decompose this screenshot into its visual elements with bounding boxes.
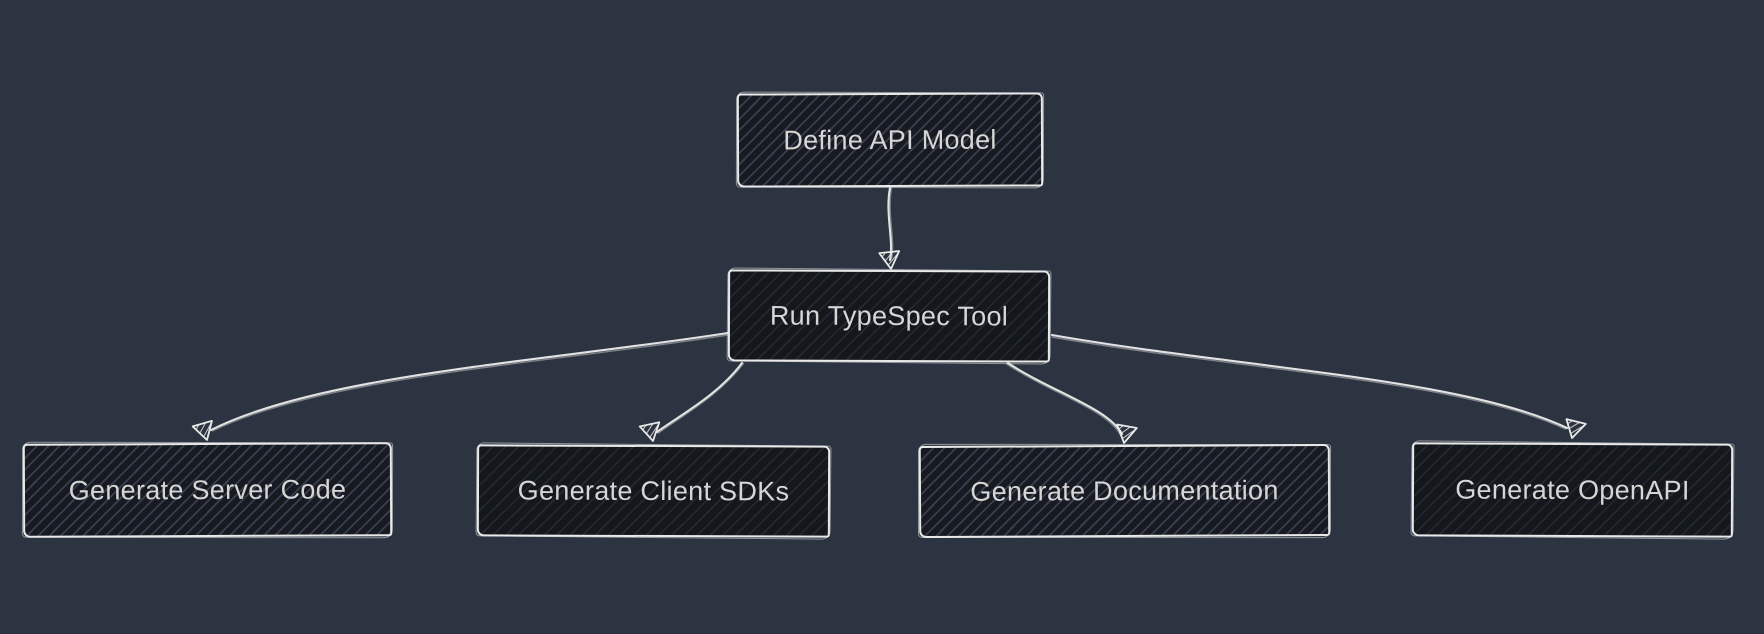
node-label-generate-client-sdks: Generate Client SDKs [517, 475, 790, 506]
node-label-generate-openapi: Generate OpenAPI [1455, 473, 1690, 506]
node-generate-server-code: Generate Server Code [22, 442, 393, 538]
node-generate-client-sdks: Generate Client SDKs [476, 444, 831, 538]
edge-run-to-docs [1005, 361, 1138, 444]
node-run-typespec-tool: Run TypeSpec Tool [727, 269, 1051, 363]
edge-run-to-server [191, 331, 730, 441]
node-define-api-model: Define API Model [736, 92, 1044, 188]
node-label-define-api-model: Define API Model [783, 124, 997, 155]
node-generate-openapi: Generate OpenAPI [1411, 442, 1734, 538]
node-label-generate-documentation: Generate Documentation [970, 474, 1279, 507]
node-label-generate-server-code: Generate Server Code [68, 473, 347, 506]
edge-run-to-sdk [638, 361, 745, 442]
node-generate-documentation: Generate Documentation [918, 443, 1331, 539]
edge-run-to-openapi [1050, 333, 1587, 439]
edge-define-to-run [878, 186, 901, 270]
node-label-run-typespec-tool: Run TypeSpec Tool [769, 300, 1009, 331]
